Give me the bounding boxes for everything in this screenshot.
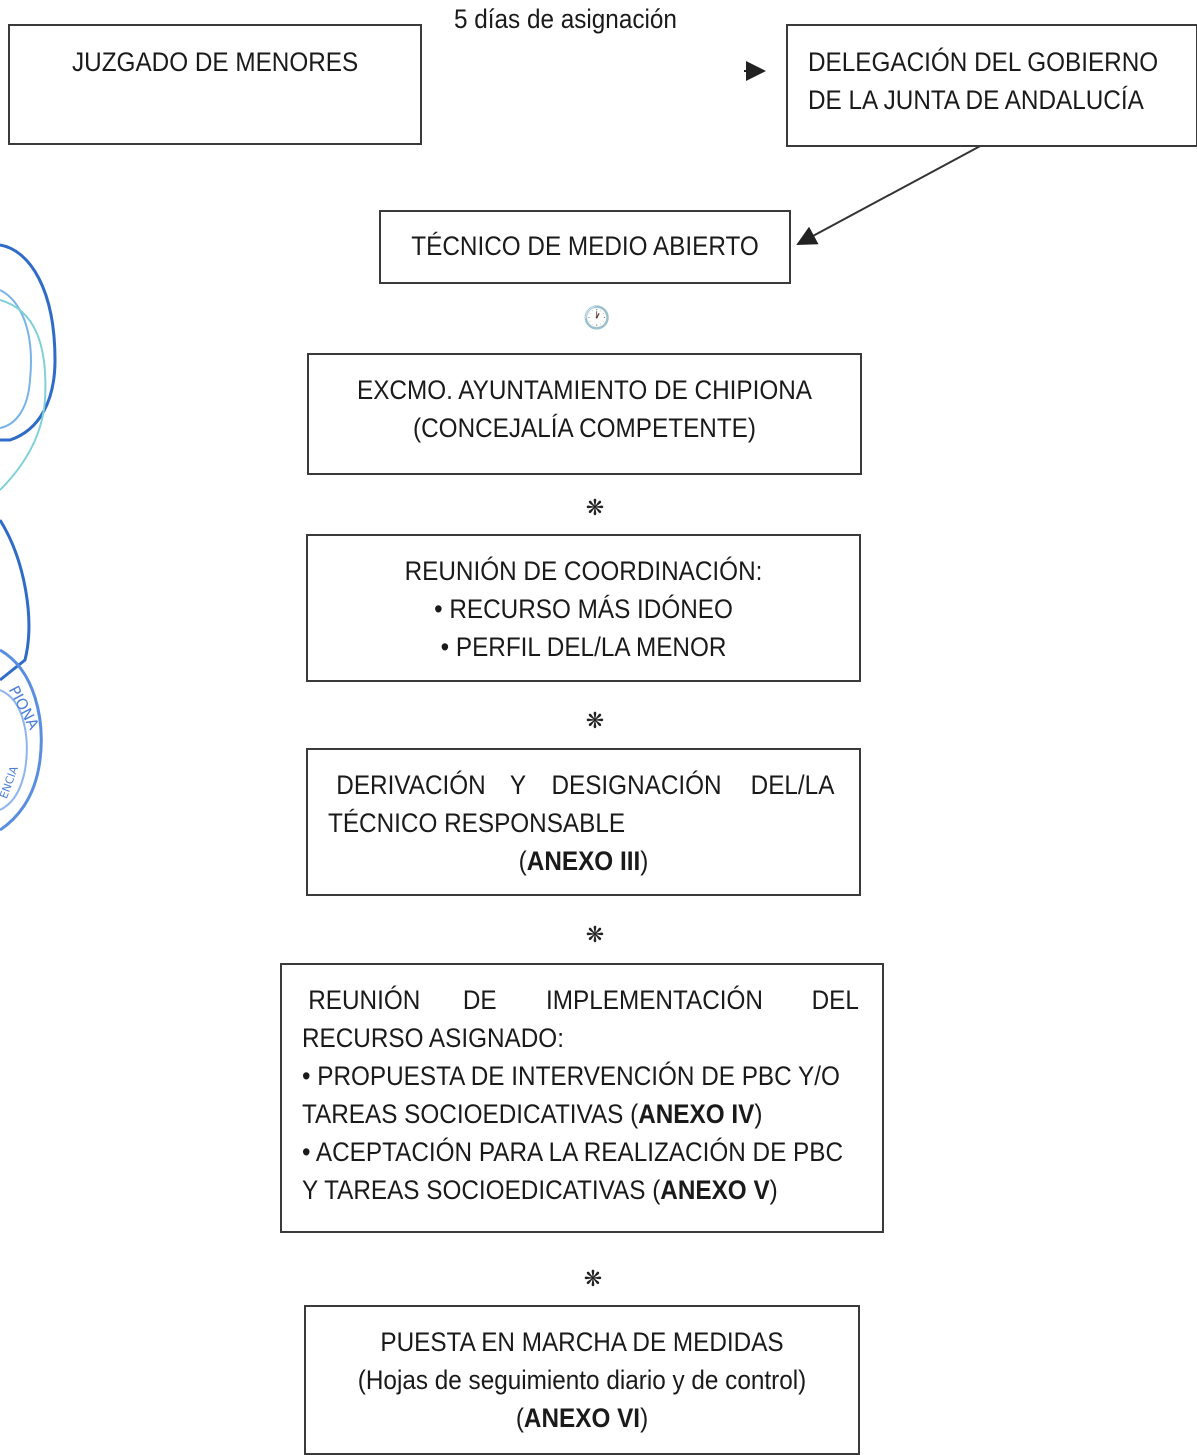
puesta-anexo: (ANEXO VI) <box>515 1403 649 1433</box>
separator-star-icon: ❋ <box>583 1266 603 1291</box>
coordinacion-title: REUNIÓN DE COORDINACIÓN: <box>404 556 763 586</box>
stamp-text-bottom: ENCIA <box>0 764 21 800</box>
ayuntamiento-line1: EXCMO. AYUNTAMIENTO DE CHIPIONA <box>356 375 813 405</box>
official-stamp: PIONA ENCIA <box>0 243 57 832</box>
delegacion-line2: DE LA JUNTA DE ANDALUCÍA <box>808 85 1144 115</box>
box-reunion-coordinacion: REUNIÓN DE COORDINACIÓN: • RECURSO MÁS I… <box>306 534 861 682</box>
implementacion-bullet-1-cont: TAREAS SOCIOEDICATIVAS (ANEXO IV) <box>302 1099 763 1129</box>
separator-star-icon: ❋ <box>585 708 605 733</box>
box-reunion-implementacion: REUNIÓN DE IMPLEMENTACIÓN DEL RECURSO AS… <box>280 963 884 1233</box>
implementacion-line1: REUNIÓN DE IMPLEMENTACIÓN DEL <box>308 985 860 1015</box>
implementacion-bullet-2-cont: Y TAREAS SOCIOEDICATIVAS (ANEXO V) <box>302 1175 778 1205</box>
connector-arrows <box>744 61 985 245</box>
tecnico-label: TÉCNICO DE MEDIO ABIERTO <box>411 231 759 261</box>
arrow-to-tecnico <box>796 143 985 245</box>
delegacion-line1: DELEGACIÓN DEL GOBIERNO <box>808 47 1159 77</box>
implementacion-line2: RECURSO ASIGNADO: <box>302 1023 564 1053</box>
separator-star-icon: ❋ <box>585 922 605 947</box>
derivacion-line1: DERIVACIÓN Y DESIGNACIÓN DEL/LA <box>336 770 835 800</box>
assignment-days-label: 5 días de asignación <box>454 4 677 34</box>
implementacion-bullet-1: • PROPUESTA DE INTERVENCIÓN DE PBC Y/O <box>302 1061 840 1091</box>
box-puesta-en-marcha: PUESTA EN MARCHA DE MEDIDAS (Hojas de se… <box>304 1305 860 1455</box>
implementacion-bullet-2: • ACEPTACIÓN PARA LA REALIZACIÓN DE PBC <box>302 1137 844 1167</box>
coordinacion-bullet-1: • RECURSO MÁS IDÓNEO <box>434 594 733 624</box>
derivacion-anexo: (ANEXO III) <box>518 846 649 876</box>
juzgado-label: JUZGADO DE MENORES <box>72 47 359 77</box>
derivacion-line2: TÉCNICO RESPONSABLE <box>328 808 626 838</box>
ayuntamiento-line2: (CONCEJALÍA COMPETENTE) <box>413 413 756 443</box>
box-tecnico-medio-abierto: TÉCNICO DE MEDIO ABIERTO <box>379 210 791 284</box>
box-ayuntamiento: EXCMO. AYUNTAMIENTO DE CHIPIONA (CONCEJA… <box>307 353 862 475</box>
coordinacion-bullet-2: • PERFIL DEL/LA MENOR <box>440 632 727 662</box>
separator-star-icon: ❋ <box>585 495 605 520</box>
box-delegacion: DELEGACIÓN DEL GOBIERNO DE LA JUNTA DE A… <box>786 24 1197 147</box>
clock-icon: 🕐 <box>583 305 611 330</box>
box-derivacion: DERIVACIÓN Y DESIGNACIÓN DEL/LA TÉCNICO … <box>306 748 861 896</box>
puesta-line1: PUESTA EN MARCHA DE MEDIDAS <box>380 1327 784 1357</box>
puesta-line2: (Hojas de seguimiento diario y de contro… <box>357 1365 807 1395</box>
box-juzgado-menores: JUZGADO DE MENORES <box>8 24 422 145</box>
